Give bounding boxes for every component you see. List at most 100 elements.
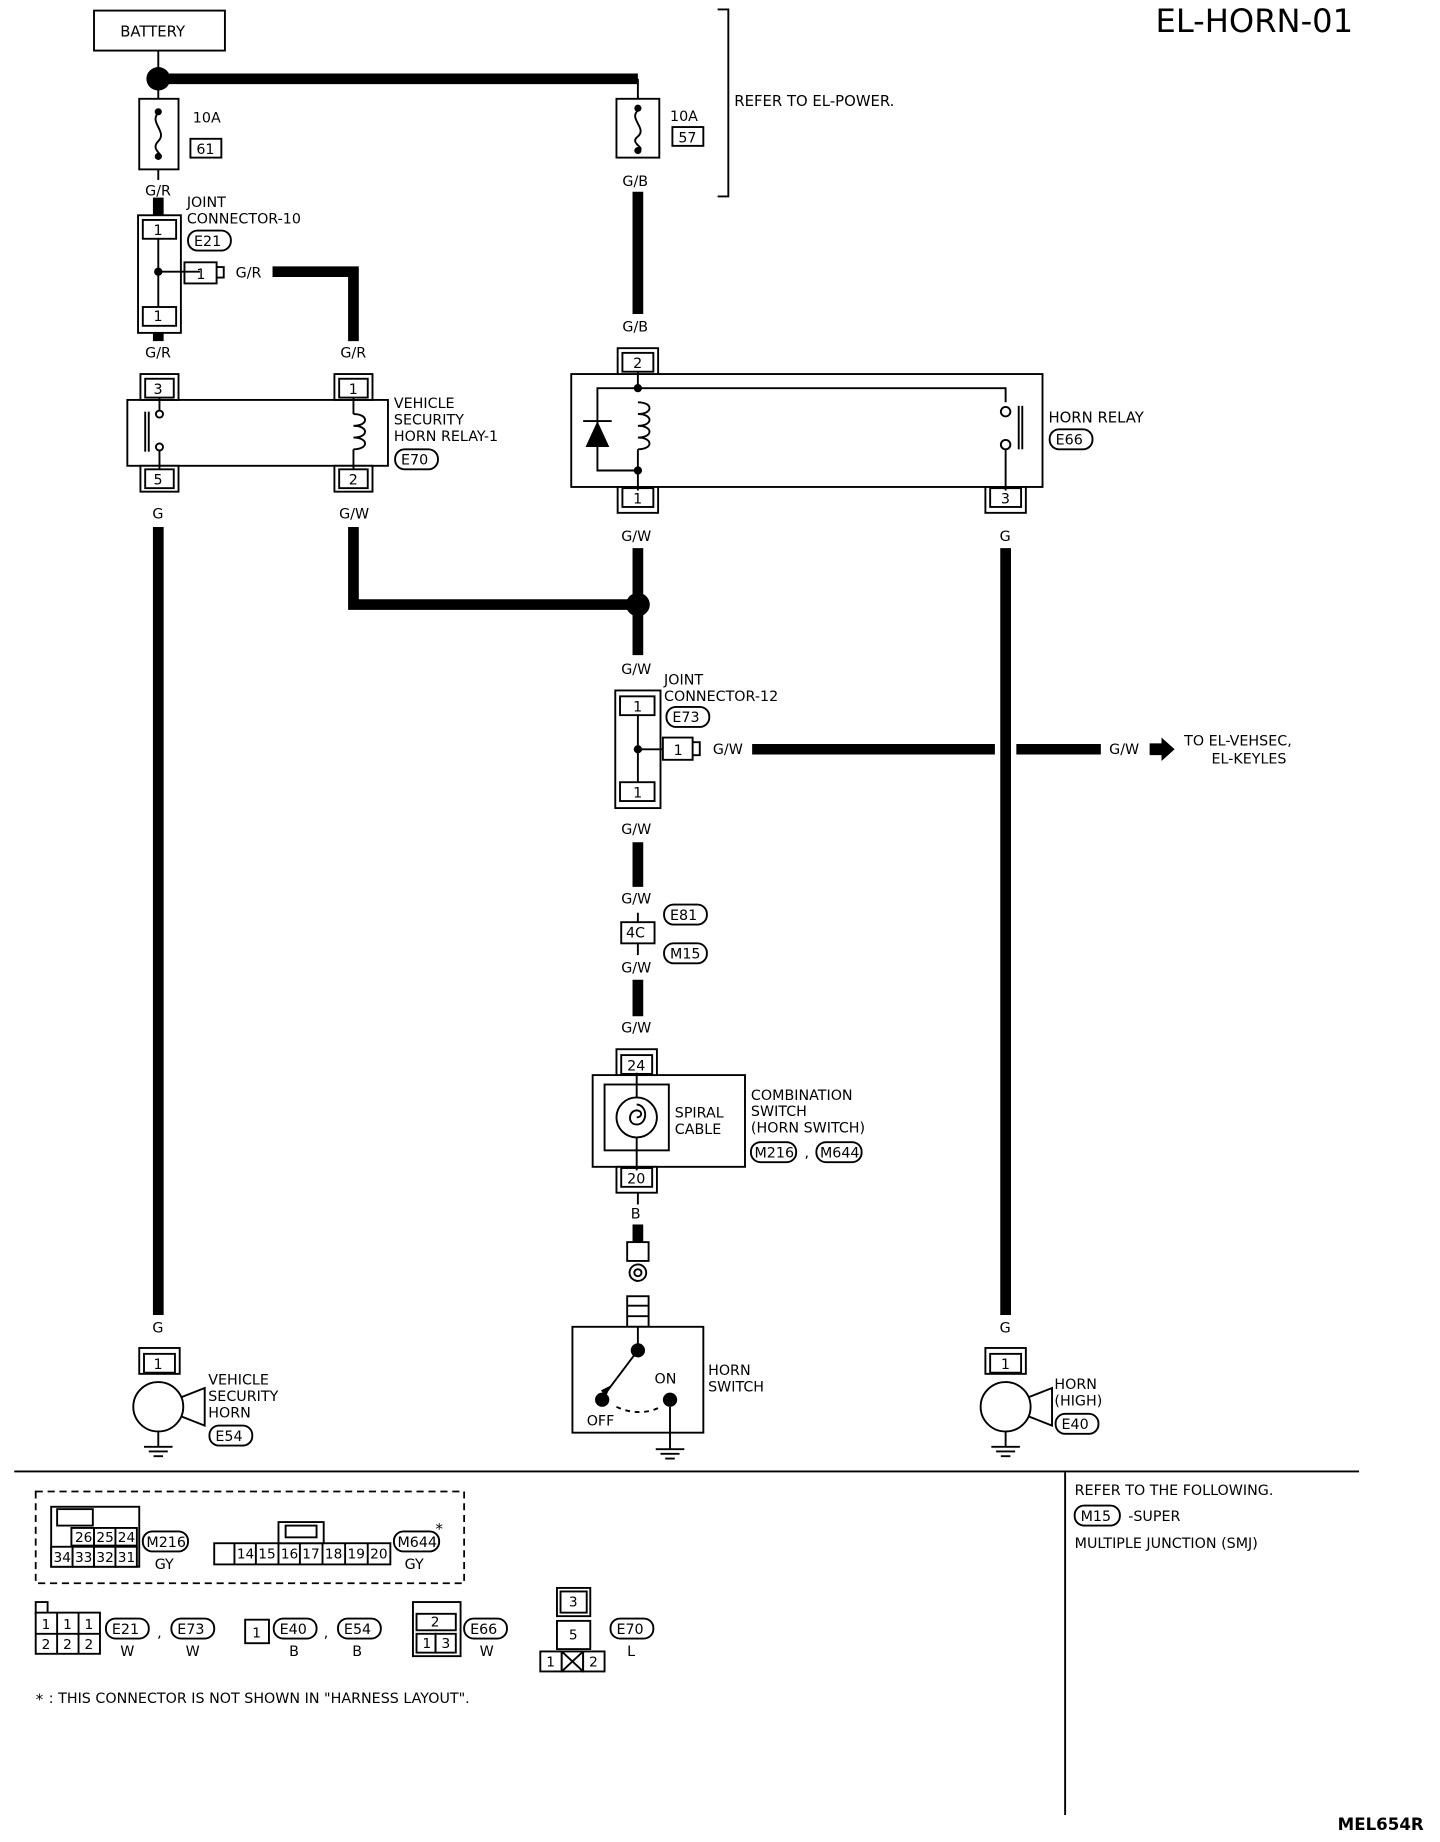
wire-label-g-2: G xyxy=(1000,529,1011,545)
e21-pin-top-3: 1 xyxy=(84,1617,93,1633)
legend-e54-id: E54 xyxy=(344,1622,371,1638)
sr-pin-2: 2 xyxy=(349,473,358,489)
m216-pin-26: 26 xyxy=(75,1530,92,1546)
wire-label-gb-2: G/B xyxy=(622,320,648,336)
hr-pin-2: 2 xyxy=(633,356,642,372)
joint-connector-10 xyxy=(137,214,225,334)
legend-e73-color: W xyxy=(186,1644,200,1660)
wire-label-gr-2: G/R xyxy=(236,266,262,282)
legend-e66-pin-1: 1 xyxy=(422,1636,431,1652)
hs-label-2: SWITCH xyxy=(708,1380,764,1396)
svh-label-3: HORN xyxy=(208,1405,251,1421)
jc10-id: E21 xyxy=(194,234,221,250)
hs-label-1: HORN xyxy=(708,1363,751,1379)
gw-wire-relay xyxy=(348,526,638,610)
m644-pin-18: 18 xyxy=(325,1547,342,1563)
cs-pin-20: 20 xyxy=(627,1171,645,1187)
wire-label-gw-5: G/W xyxy=(1109,742,1139,758)
m644-pin-16: 16 xyxy=(281,1547,298,1563)
cs-id-2: M644 xyxy=(820,1145,860,1161)
legend-e21-sep: , xyxy=(157,1625,162,1641)
horn-relay xyxy=(570,347,1044,514)
m216-color: GY xyxy=(155,1557,174,1573)
e21-pin-bot-2: 2 xyxy=(63,1637,72,1653)
wire-label-gr-3: G/R xyxy=(145,346,171,362)
hs-on: ON xyxy=(655,1371,677,1387)
wire-label-gw-4: G/W xyxy=(713,742,743,758)
legend-e70-pin-3: 3 xyxy=(569,1595,578,1611)
wire-label-gw-7: G/W xyxy=(621,891,651,907)
jc10-pin-top: 1 xyxy=(154,223,163,239)
joint-connector-12 xyxy=(614,689,701,810)
sr-label-1: VEHICLE xyxy=(394,396,455,412)
horn-high xyxy=(979,1347,1053,1458)
to-label-2: EL-KEYLES xyxy=(1212,751,1287,767)
fuse-61-number: 61 xyxy=(196,142,214,158)
legend-e70-pin-2: 2 xyxy=(589,1655,598,1671)
refer-following-text: REFER TO THE FOLLOWING. xyxy=(1075,1483,1274,1499)
spiral-label-2: CABLE xyxy=(675,1122,722,1138)
cs-pin-24: 24 xyxy=(627,1058,645,1074)
m644-pin-19: 19 xyxy=(348,1547,365,1563)
legend-e40-pin: 1 xyxy=(252,1625,261,1641)
m216-pin-25: 25 xyxy=(96,1530,113,1546)
legend-e66-id: E66 xyxy=(470,1622,497,1638)
smj-line-2: MULTIPLE JUNCTION (SMJ) xyxy=(1075,1536,1258,1552)
diagram-title: EL-HORN-01 xyxy=(1156,2,1353,40)
cs-sep: , xyxy=(804,1145,809,1161)
legend-e66-pin-3: 3 xyxy=(442,1636,451,1652)
cs-label-1: COMBINATION xyxy=(751,1088,853,1104)
legend-e21-color: W xyxy=(120,1644,134,1660)
wire-label-gw-1: G/W xyxy=(339,507,369,523)
fuse-57-number: 57 xyxy=(678,130,696,146)
legend-e40-sep: , xyxy=(324,1625,329,1641)
horn-switch-terminal xyxy=(626,1241,650,1262)
wire-label-gb-1: G/B xyxy=(622,174,648,190)
vehicle-security-horn-relay-1 xyxy=(126,373,389,493)
jc12-pin-side: 1 xyxy=(674,743,683,759)
hs-off: OFF xyxy=(587,1414,615,1430)
connector-legend-dashed-box xyxy=(34,1490,466,1585)
e21-e73-connector xyxy=(34,1601,101,1655)
hr-pin-1: 1 xyxy=(633,492,642,508)
cs-label-3: (HORN SWITCH) xyxy=(751,1121,865,1137)
hh-pin: 1 xyxy=(1001,1357,1010,1373)
m216-pin-24: 24 xyxy=(118,1530,135,1546)
combination-switch xyxy=(591,1048,746,1194)
hr-pin-3: 3 xyxy=(1001,492,1010,508)
gr-branch-wire xyxy=(272,266,359,342)
wire-label-g-1: G xyxy=(152,507,163,523)
spiral-label-1: SPIRAL xyxy=(675,1106,724,1122)
wire-label-gw-9: G/W xyxy=(621,1021,651,1037)
vehicle-security-horn xyxy=(132,1347,206,1458)
jc12-label-2: CONNECTOR-12 xyxy=(664,689,778,705)
diagram-code: MEL654R xyxy=(1338,1815,1424,1834)
wire-label-gw-2: G/W xyxy=(621,529,651,545)
e21-pin-top-2: 1 xyxy=(63,1617,72,1633)
wire-label-gr-1: G/R xyxy=(145,183,171,199)
to-label-1: TO EL-VEHSEC, xyxy=(1183,734,1292,750)
jct-id-top: E81 xyxy=(670,908,697,924)
e21-pin-bot-3: 2 xyxy=(84,1637,93,1653)
svh-pin: 1 xyxy=(154,1357,163,1373)
jc12-pin-top: 1 xyxy=(633,700,642,716)
battery: BATTERY xyxy=(93,9,226,52)
m644-pin-14: 14 xyxy=(237,1547,254,1563)
jc12-label-1: JOINT xyxy=(663,673,703,689)
fuse-61-amp: 10A xyxy=(193,110,221,126)
m644-connector xyxy=(213,1521,392,1566)
refer-bracket xyxy=(717,8,730,198)
m216-id: M216 xyxy=(146,1535,186,1551)
sr-label-3: HORN RELAY-1 xyxy=(394,429,498,445)
svh-id: E54 xyxy=(215,1429,242,1445)
jc10-label-1: JOINT xyxy=(186,195,226,211)
battery-label: BATTERY xyxy=(120,24,186,41)
wire-label-gw-3: G/W xyxy=(621,662,651,678)
m644-id: M644 xyxy=(397,1535,437,1551)
e70-connector xyxy=(539,1586,606,1673)
sr-pin-5: 5 xyxy=(154,473,163,489)
sr-pin-3: 3 xyxy=(154,382,163,398)
m644-color: GY xyxy=(405,1557,424,1573)
hh-label-1: HORN xyxy=(1054,1377,1097,1393)
